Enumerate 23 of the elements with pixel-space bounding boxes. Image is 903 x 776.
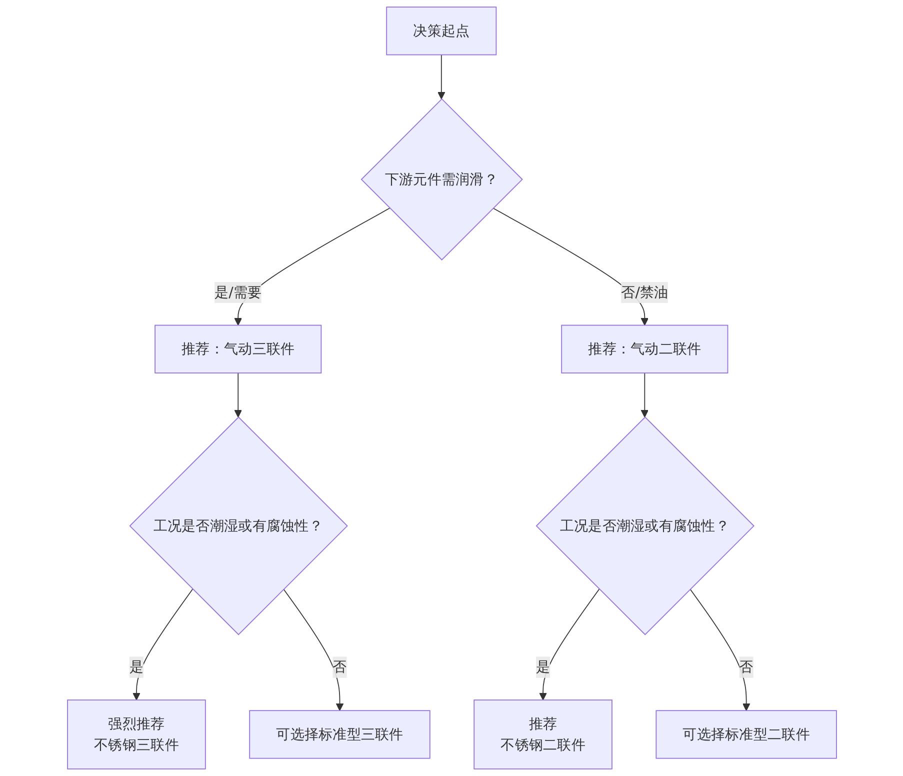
arrow xyxy=(132,588,193,700)
arrow xyxy=(689,588,750,711)
node-box: 可选择标准型三联件 xyxy=(248,710,430,759)
arrow xyxy=(640,372,648,418)
arrow xyxy=(234,372,242,418)
edge-label: 是 xyxy=(128,658,144,676)
edge-label: 否/禁油 xyxy=(620,284,668,300)
node-box: 强烈推荐 不锈钢三联件 xyxy=(66,700,206,770)
node-diamond: 下游元件需润滑？ xyxy=(360,98,522,260)
arrow xyxy=(282,588,344,711)
node-diamond: 工况是否潮湿或有腐蚀性？ xyxy=(128,416,348,636)
edge-label: 是 xyxy=(535,658,550,676)
node-box: 可选择标准型二联件 xyxy=(655,710,836,759)
arrow xyxy=(437,54,445,100)
node-box: 推荐 不锈钢二联件 xyxy=(473,700,612,770)
edge-label: 是/需要 xyxy=(214,284,262,300)
node-box: 决策起点 xyxy=(386,6,496,56)
edge-label: 否 xyxy=(332,658,346,676)
node-diamond: 工况是否潮湿或有腐蚀性？ xyxy=(535,416,754,636)
arrow xyxy=(538,588,600,700)
node-box: 推荐：气动二联件 xyxy=(560,324,728,374)
node-box: 推荐：气动三联件 xyxy=(154,324,322,374)
edge-label: 否 xyxy=(738,658,753,676)
